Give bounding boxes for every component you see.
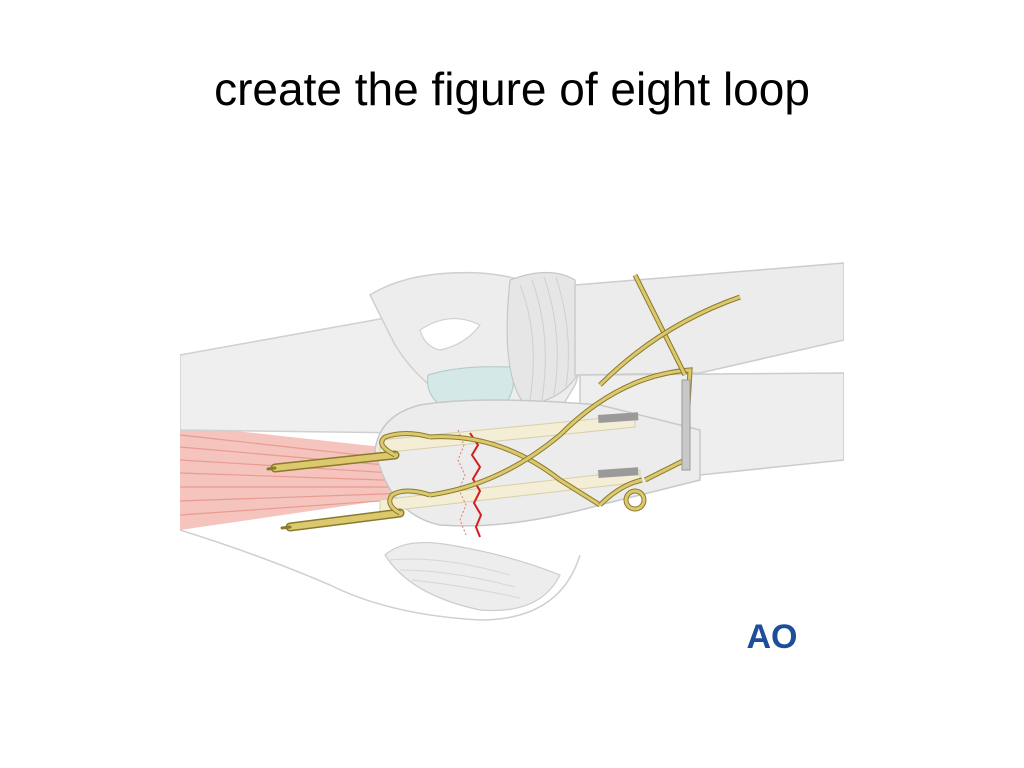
wire-forearm-wrap [681,379,691,471]
collateral-ligament [506,271,581,406]
k-wire-upper [266,450,400,473]
ao-logo-text: AO [747,618,798,656]
ao-logo: AO [747,618,798,656]
slide-title: create the figure of eight loop [214,63,810,115]
k-wire-lower [280,508,405,532]
triceps-muscle [180,425,420,530]
lower-bone-outline [180,529,581,621]
wire-proximal-hook-lower-fill [388,489,431,515]
wire-twist-loop [623,488,647,512]
fracture-line-dotted [457,429,467,536]
figure-of-eight-wire [429,273,741,508]
wire-proximal-hook-upper-fill [380,432,431,457]
tension-band-illustration [180,262,844,621]
